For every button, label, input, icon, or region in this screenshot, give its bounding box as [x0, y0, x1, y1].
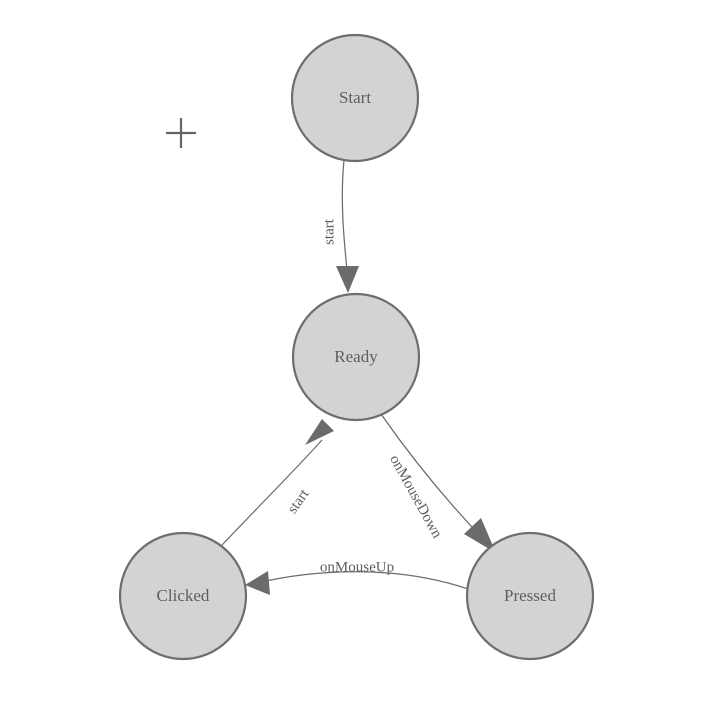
node-ready-label: Ready — [334, 347, 378, 366]
crosshair-icon — [166, 118, 196, 148]
edge-path-start-to-ready — [341, 159, 348, 271]
edge-label-ready-to-pressed: onMouseDown — [386, 452, 445, 541]
arrowhead-into-clicked — [245, 571, 270, 595]
edge-label-clicked-to-ready: start — [285, 486, 313, 517]
arrowhead-into-ready-bottomleft — [305, 419, 334, 445]
node-pressed[interactable]: Pressed — [465, 531, 595, 661]
node-ready[interactable]: Ready — [291, 292, 421, 422]
edge-path-clicked-to-ready — [221, 439, 323, 546]
edge-label-pressed-to-clicked: onMouseUp — [320, 559, 394, 575]
node-pressed-label: Pressed — [504, 586, 556, 605]
node-start-circle — [290, 33, 420, 163]
node-clicked-circle — [118, 531, 248, 661]
node-clicked-label: Clicked — [157, 586, 210, 605]
node-pressed-circle — [465, 531, 595, 661]
node-start[interactable]: Start — [290, 33, 420, 163]
node-ready-circle — [291, 292, 421, 422]
edge-ready-to-pressed[interactable] — [380, 413, 496, 553]
node-clicked[interactable]: Clicked — [118, 531, 248, 661]
edge-path-pressed-to-clicked — [256, 571, 469, 590]
edge-start-to-ready[interactable] — [336, 159, 359, 293]
edge-pressed-to-clicked[interactable] — [245, 571, 469, 595]
edge-clicked-to-ready[interactable] — [221, 419, 334, 546]
node-start-label: Start — [339, 88, 371, 107]
arrowhead-into-pressed — [464, 518, 496, 553]
arrowhead-into-ready-top — [336, 266, 359, 293]
edge-label-start-to-ready: start — [321, 218, 337, 245]
